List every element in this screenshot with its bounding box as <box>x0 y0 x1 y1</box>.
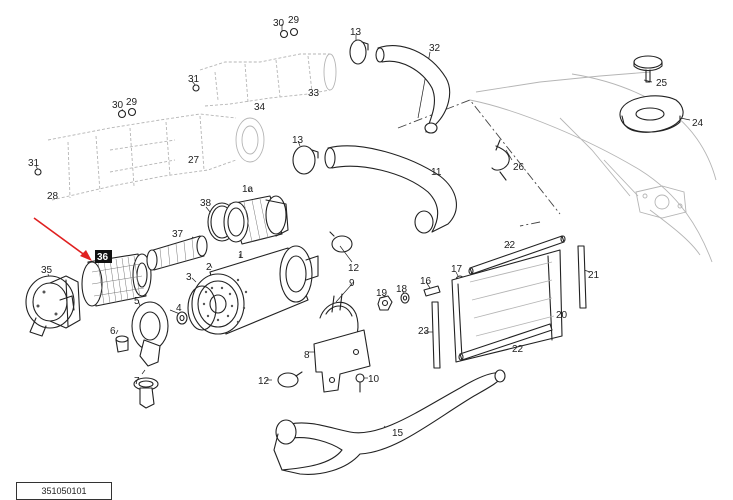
part-19-nut <box>377 295 393 311</box>
callout-1a: 1a <box>242 184 254 195</box>
drawing-code-label: 351050101 <box>16 482 112 500</box>
callout-4: 4 <box>176 303 182 314</box>
callout-12-bottom: 12 <box>258 376 270 387</box>
background-engine-outline <box>469 71 717 263</box>
callout-13-upper: 13 <box>350 27 362 38</box>
callout-25: 25 <box>656 78 668 89</box>
part-22-rail-lower <box>458 323 553 361</box>
callout-10: 10 <box>368 374 380 385</box>
callout-15: 15 <box>392 428 404 439</box>
callout-30-lower: 30 <box>112 100 124 111</box>
part-35-blower-housing <box>25 275 81 337</box>
part-7-dust-valve <box>133 377 159 409</box>
part-3-seal-ring <box>187 285 217 331</box>
callout-30-upper: 30 <box>273 18 285 29</box>
part-8-bracket <box>313 329 371 393</box>
callout-23: 23 <box>418 326 430 337</box>
callout-20: 20 <box>556 310 568 321</box>
part-18-washer <box>400 292 410 304</box>
callout-32: 32 <box>429 43 441 54</box>
part-22-rail-upper <box>468 235 566 275</box>
callout-12-right: 12 <box>348 263 360 274</box>
callout-19: 19 <box>376 288 388 299</box>
part-1a-filter-cartridge <box>223 195 289 245</box>
callout-22-upper: 22 <box>504 240 516 251</box>
part-37-safety-filter <box>146 235 208 271</box>
callout-31-upper: 31 <box>188 74 200 85</box>
part-31-bolt-upper <box>192 84 200 92</box>
callout-11: 11 <box>431 167 442 178</box>
part-12-hose-clamp-bottom <box>277 371 303 388</box>
part-16-stud <box>423 285 441 297</box>
part-15-lower-hose <box>273 369 506 475</box>
callout-8: 8 <box>304 350 310 361</box>
part-32-upper-hose <box>375 45 451 134</box>
part-1-air-cleaner-body <box>191 245 319 335</box>
callout-labels: 30 29 13 32 31 33 34 30 29 13 27 31 28 1… <box>28 15 704 439</box>
callout-31-lower: 31 <box>28 158 40 169</box>
callout-5: 5 <box>134 296 140 307</box>
part-5-end-cover <box>131 301 169 367</box>
part-24-mount-base <box>619 95 684 133</box>
callout-29-lower: 29 <box>126 97 138 108</box>
assembly-boundary <box>397 99 561 227</box>
callout-33: 33 <box>308 88 320 99</box>
callout-28: 28 <box>47 191 59 202</box>
callout-21: 21 <box>588 270 600 281</box>
callout-16: 16 <box>420 276 432 287</box>
part-29-30-bolts-lower <box>117 107 137 119</box>
part-12-hose-clamp-right <box>329 231 353 253</box>
callout-7: 7 <box>134 376 140 387</box>
callout-26: 26 <box>513 162 525 173</box>
callout-2: 2 <box>206 262 212 273</box>
callout-9: 9 <box>349 278 355 289</box>
callout-22-lower: 22 <box>512 344 524 355</box>
part-26-clip <box>491 139 510 181</box>
part-21-side-post <box>577 245 587 309</box>
callout-17: 17 <box>451 264 463 275</box>
part-31-bolt-lower <box>34 168 42 176</box>
highlight-arrow <box>33 217 92 261</box>
ghosted-intake-parts <box>47 53 337 201</box>
callout-24: 24 <box>692 118 704 129</box>
callout-36-highlight-box <box>95 250 112 263</box>
part-6-plug <box>115 335 129 353</box>
callout-34: 34 <box>254 102 266 113</box>
part-4-nut <box>176 311 188 325</box>
leader-lines <box>35 24 691 433</box>
callout-29-upper: 29 <box>288 15 300 26</box>
callout-37: 37 <box>172 229 184 240</box>
callout-1: 1 <box>238 250 244 261</box>
callout-13-lower: 13 <box>292 135 304 146</box>
callout-6: 6 <box>110 326 116 337</box>
part-36-filter-element <box>81 253 152 307</box>
part-25-cap <box>633 55 663 83</box>
callout-27: 27 <box>188 155 200 166</box>
part-23-post <box>431 301 441 369</box>
callout-38: 38 <box>200 198 212 209</box>
callout-35: 35 <box>41 265 53 276</box>
part-11-intake-duct <box>324 145 457 234</box>
part-13-hose-clamp-lower <box>292 145 319 175</box>
part-29-30-bolts-upper <box>279 27 299 39</box>
callout-18: 18 <box>396 284 408 295</box>
callout-3: 3 <box>186 272 192 283</box>
callout-36: 36 <box>97 252 109 263</box>
part-10-bolt <box>355 373 365 393</box>
part-13-hose-clamp-upper <box>349 39 369 65</box>
